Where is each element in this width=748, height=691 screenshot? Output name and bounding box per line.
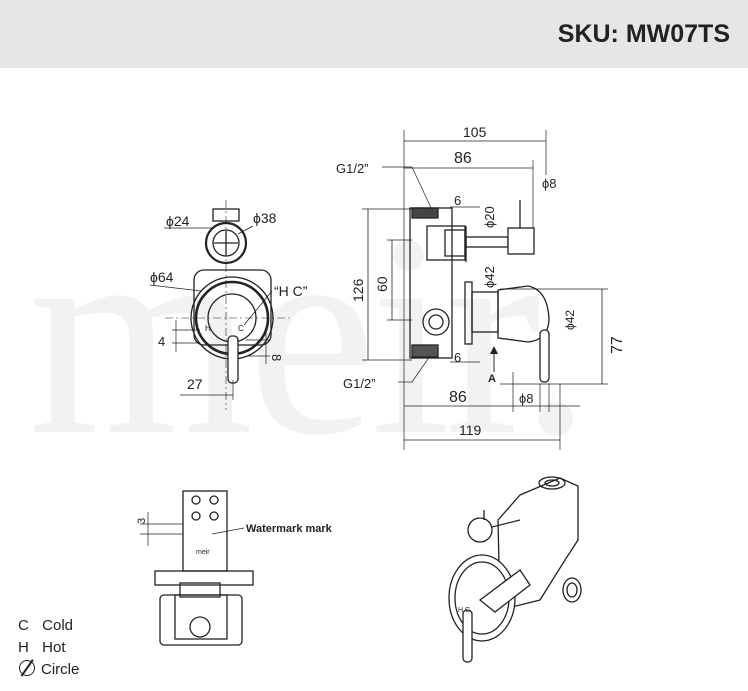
svg-text:meir: meir	[196, 549, 210, 556]
dim-6-top: 6	[454, 193, 461, 208]
dim-d42-mid: ϕ42	[482, 266, 497, 288]
dim-60: 60	[374, 276, 390, 292]
isometric-view: H C	[448, 476, 582, 663]
svg-text:H C: H C	[458, 607, 470, 614]
label-g12-bot: G1/2”	[343, 376, 376, 391]
dim-d20: ϕ20	[482, 206, 497, 228]
dim-d8-bot: ϕ8	[519, 391, 534, 406]
legend-text: Hot	[42, 639, 66, 656]
legend-item-cold: C Cold	[18, 615, 79, 637]
dim-8-left: 8	[269, 354, 284, 361]
front-view: H C	[149, 200, 290, 410]
side-view	[362, 130, 608, 450]
diameter-icon	[19, 660, 35, 676]
dim-d64: ϕ64	[150, 269, 174, 285]
top-view: meir	[140, 490, 254, 646]
dim-6-bot: 6	[454, 350, 461, 365]
dim-d8-top: ϕ8	[542, 176, 557, 191]
header-bar: SKU: MW07TS	[0, 0, 748, 68]
sku-title: SKU: MW07TS	[557, 20, 730, 48]
dim-d38: ϕ38	[253, 210, 277, 226]
label-watermark-mark: Watermark mark	[246, 523, 333, 535]
dim-d42-right: ϕ42	[563, 310, 577, 330]
dim-126: 126	[350, 278, 366, 302]
label-hc: “H C”	[274, 283, 308, 299]
dim-27: 27	[187, 376, 203, 392]
legend-text: Cold	[42, 617, 74, 634]
legend-text: Circle	[41, 661, 80, 678]
legend-item-circle: Circle	[18, 659, 79, 681]
dim-4: 4	[158, 334, 165, 349]
svg-text:C: C	[238, 324, 244, 333]
label-arrow-a: A	[488, 373, 496, 385]
dim-77: 77	[609, 336, 626, 354]
legend: C Cold H Hot Circle	[18, 615, 79, 681]
legend-code: C	[18, 617, 29, 634]
dim-d24: ϕ24	[166, 213, 190, 229]
dim-3: 3	[136, 518, 148, 524]
dim-86-bot: 86	[449, 389, 467, 406]
dim-119: 119	[459, 422, 482, 438]
dim-86-top: 86	[454, 150, 472, 167]
legend-code: H	[18, 639, 29, 656]
dim-105: 105	[463, 124, 487, 140]
legend-item-hot: H Hot	[18, 637, 79, 659]
label-g12-top: G1/2”	[336, 161, 369, 176]
svg-text:H: H	[205, 324, 211, 333]
